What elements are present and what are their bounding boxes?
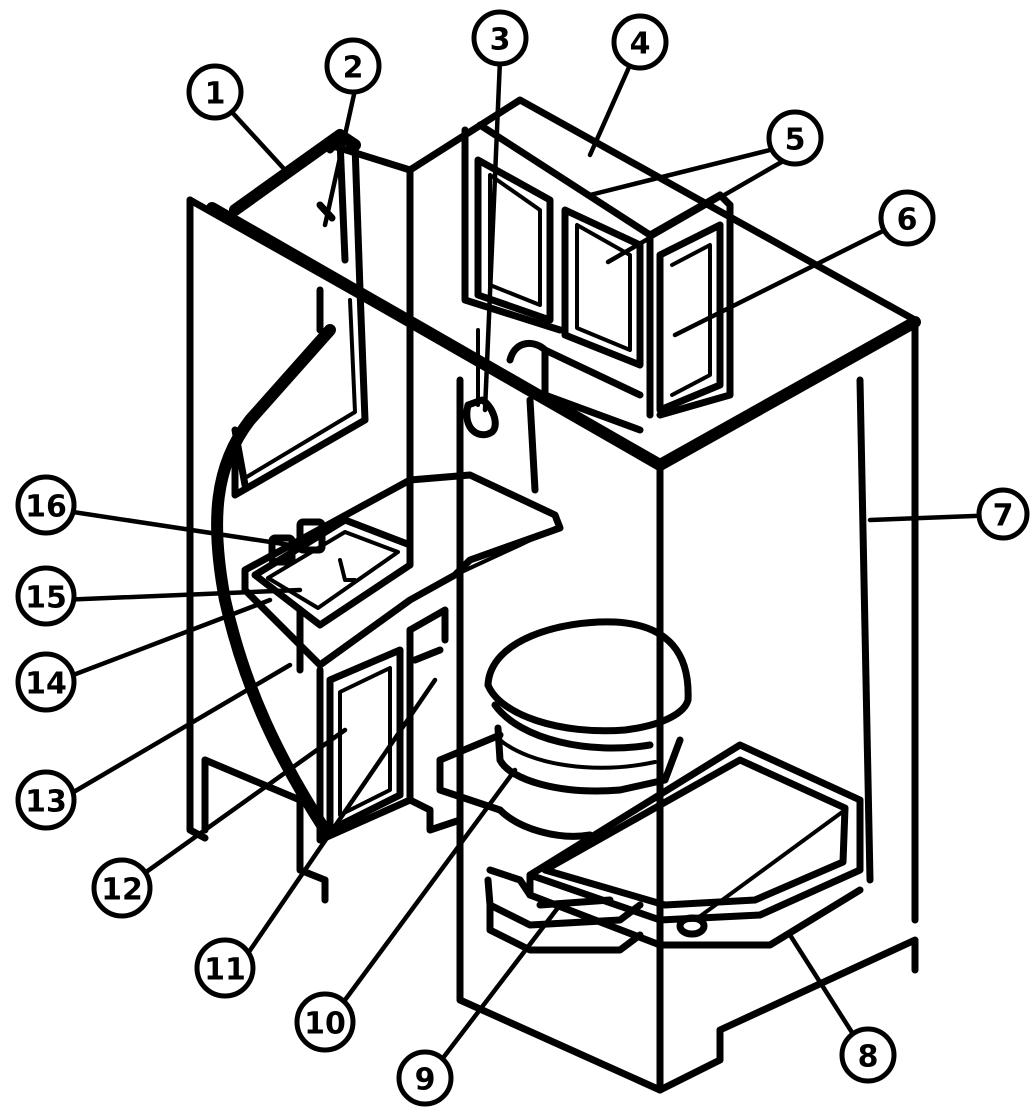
callout-8-label: 8: [858, 1040, 879, 1075]
callout-10-label: 10: [304, 1007, 346, 1042]
callout-9-label: 9: [415, 1063, 436, 1098]
callout-16-label: 16: [25, 490, 67, 525]
callout-15: 15: [15, 565, 77, 627]
callout-6-label: 6: [897, 203, 918, 238]
mirror-panel: [231, 141, 414, 554]
callout-16: 16: [15, 474, 77, 536]
callout-2: 2: [324, 37, 382, 95]
callout-14-label: 14: [25, 667, 67, 702]
curved-partition: [211, 286, 336, 836]
callout-12-label: 12: [101, 873, 143, 908]
side-panel: [656, 221, 724, 414]
callout-9: 9: [396, 1049, 454, 1107]
callout-2-label: 2: [343, 51, 364, 86]
toilet: [436, 618, 692, 840]
callout-5-label: 5: [785, 123, 806, 158]
callout-7: 7: [976, 487, 1030, 541]
step: [484, 866, 644, 954]
callout-4: 4: [611, 13, 669, 71]
cabinet-door-right: [561, 206, 644, 369]
callout-13: 13: [15, 769, 77, 831]
callout-1: 1: [186, 63, 244, 121]
callout-1-label: 1: [205, 77, 226, 112]
callout-8: 8: [839, 1026, 897, 1084]
callout-4-label: 4: [630, 27, 651, 62]
callout-6: 6: [878, 189, 936, 247]
callout-7-label: 7: [993, 499, 1014, 534]
vanity-cabinet: [316, 606, 464, 844]
faucet: [268, 518, 326, 566]
callout-15-label: 15: [25, 581, 67, 616]
vanity-countertop: [241, 471, 564, 674]
shower-pan: [526, 741, 864, 1004]
callout-12: 12: [91, 857, 153, 919]
callout-14: 14: [15, 651, 77, 713]
callout-10: 10: [294, 991, 356, 1053]
callout-11-label: 11: [204, 953, 246, 988]
callout-13-label: 13: [25, 785, 67, 820]
callout-3: 3: [471, 9, 529, 67]
left-wall-panel: [186, 196, 664, 904]
callout-3-label: 3: [490, 23, 511, 58]
callout-11: 11: [194, 937, 256, 999]
callout-5: 5: [766, 109, 824, 167]
ceiling-light: [463, 328, 644, 439]
leader-lines: [57, 57, 1003, 1078]
